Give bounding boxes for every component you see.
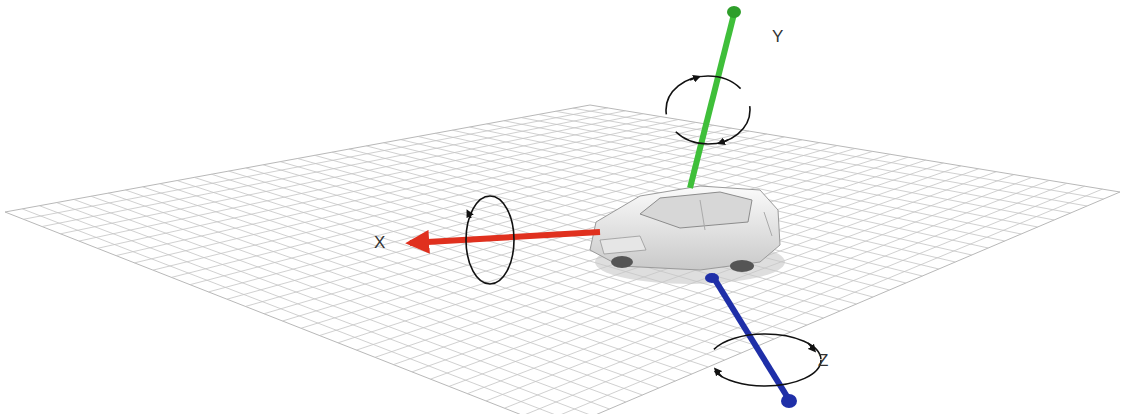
x-axis [410, 196, 600, 284]
grid-line [384, 143, 923, 276]
grid-line [468, 178, 1032, 394]
grid-line [320, 154, 891, 335]
grid-line [42, 111, 625, 227]
ground-grid [5, 105, 1120, 414]
y-axis [666, 6, 750, 188]
axis-label: Y [772, 28, 783, 45]
grid-line [98, 120, 679, 249]
grid-line [246, 143, 820, 307]
grid-line [227, 140, 802, 299]
grid-line [283, 149, 856, 322]
grid-line [264, 146, 837, 314]
grid-line [298, 159, 841, 312]
grid-line [486, 180, 1049, 401]
grid-line [332, 152, 873, 297]
grid-line [505, 183, 1068, 408]
z-axis [705, 273, 821, 408]
grid-line [375, 163, 943, 357]
grid-line [135, 125, 714, 263]
grid-line [412, 169, 979, 372]
grid-line [523, 186, 1085, 414]
grid-line [24, 108, 608, 219]
grid-line [301, 151, 873, 328]
axis-label: Z [818, 352, 828, 369]
grid-line [431, 172, 997, 379]
grid-line [394, 166, 962, 365]
grid-line [79, 117, 661, 241]
grid-line [61, 114, 644, 234]
axis-label: X [374, 234, 385, 251]
grid-line [338, 157, 908, 343]
car [590, 186, 780, 272]
grid-line [449, 175, 1014, 387]
grid-line [357, 160, 926, 350]
